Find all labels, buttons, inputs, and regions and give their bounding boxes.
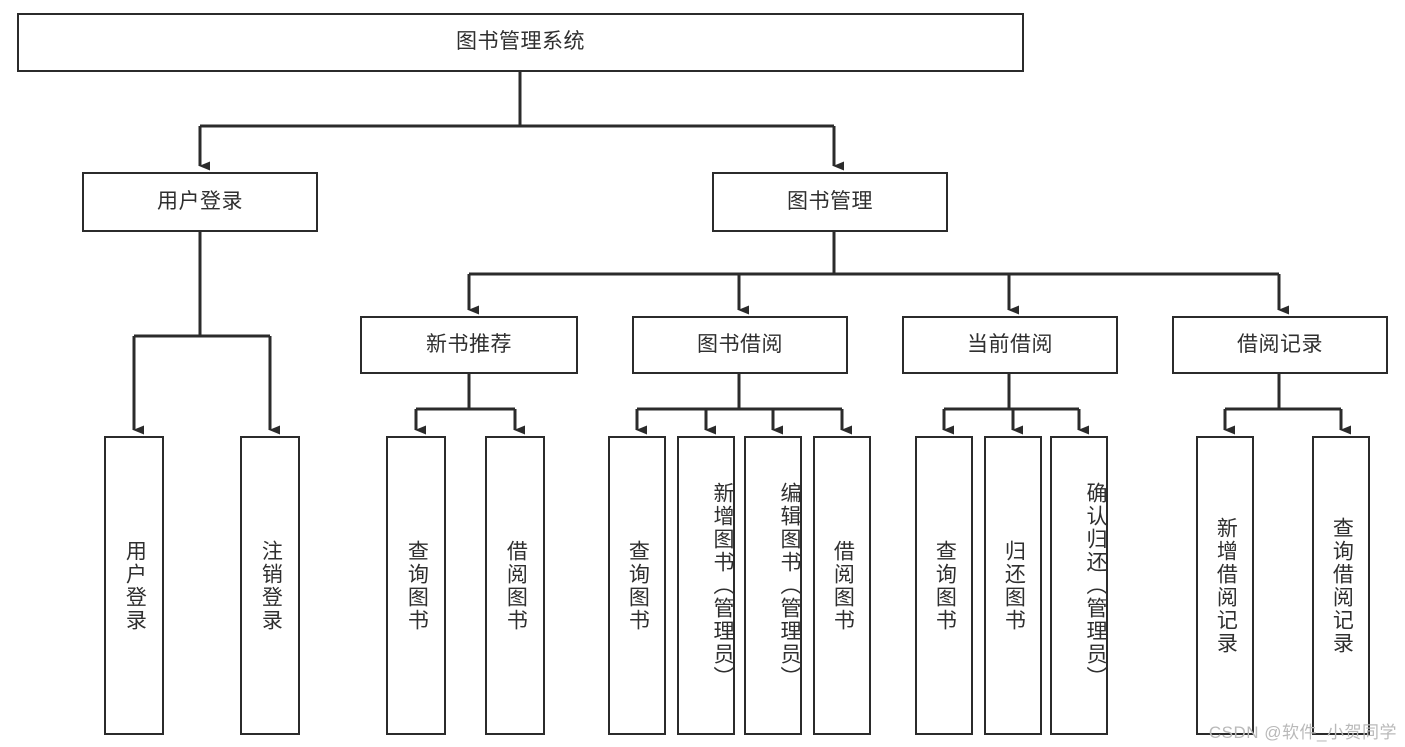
node-label: 查询图书: [626, 539, 650, 632]
node-label: 借阅记录: [1237, 332, 1323, 356]
node-leaf-query-borrow-record[interactable]: 查询借阅记录: [1312, 436, 1370, 735]
node-label: 查询图书: [933, 539, 957, 632]
node-label: 图书管理系统: [456, 30, 585, 54]
node-label: 图书管理: [787, 189, 873, 213]
node-label: 新增图书（管理员）: [711, 482, 734, 689]
node-label: 查询借阅记录: [1330, 516, 1354, 655]
node-label: 新增借阅记录: [1214, 516, 1238, 655]
node-borrow-record[interactable]: 借阅记录: [1172, 316, 1388, 374]
node-current-borrow[interactable]: 当前借阅: [902, 316, 1118, 374]
node-label: 用户登录: [157, 189, 243, 213]
node-leaf-query-book-recommend[interactable]: 查询图书: [386, 436, 446, 735]
node-label: 确认归还（管理员）: [1084, 482, 1107, 689]
node-leaf-query-book-current[interactable]: 查询图书: [915, 436, 973, 735]
node-leaf-user-login[interactable]: 用户登录: [104, 436, 164, 735]
node-root-book-management-system[interactable]: 图书管理系统: [17, 13, 1024, 72]
node-leaf-logout[interactable]: 注销登录: [240, 436, 300, 735]
node-new-book-recommend[interactable]: 新书推荐: [360, 316, 578, 374]
node-leaf-add-borrow-record[interactable]: 新增借阅记录: [1196, 436, 1254, 735]
node-label: 借阅图书: [831, 539, 855, 632]
node-user-login[interactable]: 用户登录: [82, 172, 318, 232]
node-book-borrow[interactable]: 图书借阅: [632, 316, 848, 374]
node-leaf-borrow-book-recommend[interactable]: 借阅图书: [485, 436, 545, 735]
node-leaf-return-book[interactable]: 归还图书: [984, 436, 1042, 735]
node-book-management[interactable]: 图书管理: [712, 172, 948, 232]
node-label: 借阅图书: [504, 539, 528, 632]
node-label: 查询图书: [405, 539, 429, 632]
node-leaf-borrow-book[interactable]: 借阅图书: [813, 436, 871, 735]
node-leaf-confirm-return[interactable]: 确认归还（管理员）: [1050, 436, 1108, 735]
node-leaf-query-book-borrow[interactable]: 查询图书: [608, 436, 666, 735]
csdn-watermark: CSDN @软件_小贺同学: [1208, 723, 1397, 742]
node-label: 用户登录: [123, 539, 147, 632]
node-label: 注销登录: [259, 539, 283, 632]
node-leaf-add-book[interactable]: 新增图书（管理员）: [677, 436, 735, 735]
node-label: 归还图书: [1002, 539, 1026, 632]
node-label: 图书借阅: [697, 332, 783, 356]
node-label: 编辑图书（管理员）: [778, 482, 801, 689]
node-label: 新书推荐: [426, 332, 512, 356]
node-leaf-edit-book[interactable]: 编辑图书（管理员）: [744, 436, 802, 735]
node-label: 当前借阅: [967, 332, 1053, 356]
